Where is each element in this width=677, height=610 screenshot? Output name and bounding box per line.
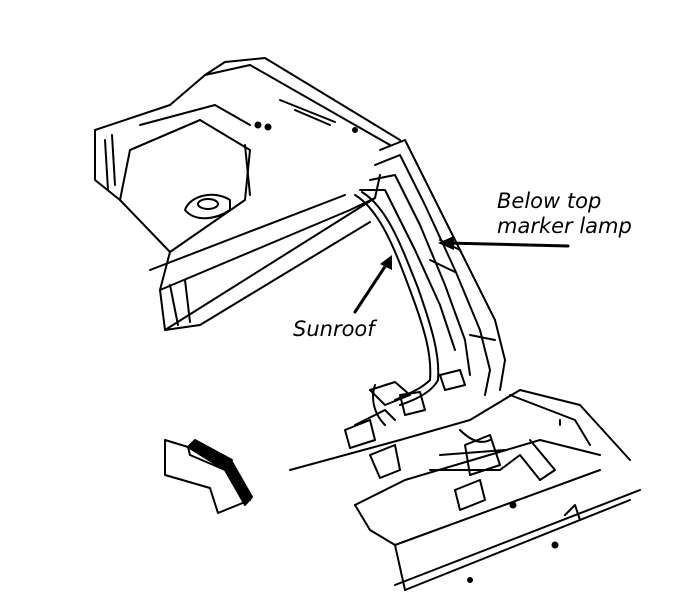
harness-connectors (344, 369, 466, 449)
marker-lamp-line: marker lamp (497, 214, 632, 238)
marker-lamp-leader (438, 236, 570, 250)
sunroof-leader (353, 255, 392, 314)
below-top-marker-lamp-label: Below top marker lamp (497, 189, 632, 239)
front-direction-arrow-icon (164, 439, 253, 514)
roof-header (149, 174, 381, 331)
floor-cowl (289, 389, 641, 591)
below-top-line: Below top (497, 189, 602, 213)
roof-panel (94, 57, 401, 331)
roof-dome (184, 121, 358, 220)
sunroof-harness (354, 191, 440, 406)
sunroof-label: Sunroof (293, 317, 375, 341)
a-pillar (359, 139, 506, 396)
